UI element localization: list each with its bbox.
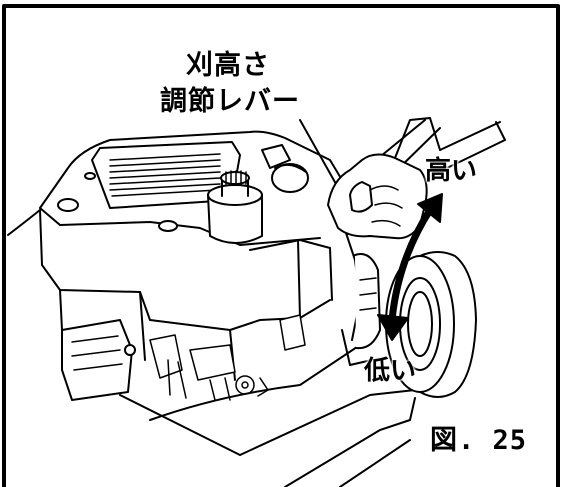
height-adjustment-lever <box>299 119 381 366</box>
figure-number: 図. 25 <box>430 425 528 456</box>
rear-wheel <box>385 251 477 398</box>
cover-bolt <box>84 172 96 180</box>
high-label: 高い <box>425 156 478 186</box>
double-headed-arrow <box>377 193 443 341</box>
arrow-up-head <box>417 193 443 223</box>
oil-cap <box>261 144 309 193</box>
figure-frame <box>2 4 560 487</box>
lever-label-line2: 調節レバー <box>160 86 300 117</box>
arrow-down-head <box>377 314 409 341</box>
carburetor <box>149 314 306 401</box>
engine-illustration <box>7 130 346 401</box>
mower-deck <box>119 344 416 487</box>
lever-label-line1: 刈高さ <box>186 50 270 81</box>
cooling-fins <box>109 153 221 197</box>
cover-bolt <box>158 220 178 232</box>
low-label: 低い <box>364 356 417 386</box>
cover-bolt <box>57 198 79 212</box>
fuel-cap <box>207 170 263 244</box>
muffler <box>61 319 136 401</box>
operator-hand <box>327 117 441 240</box>
